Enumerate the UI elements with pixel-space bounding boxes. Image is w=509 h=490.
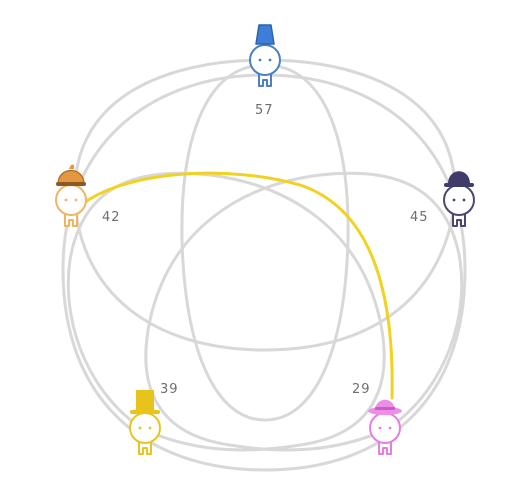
player-eye bbox=[462, 198, 466, 202]
player-head bbox=[55, 184, 87, 216]
ring-arc bbox=[61, 73, 467, 472]
score-blue: 57 bbox=[255, 103, 274, 118]
player-eye bbox=[74, 198, 78, 202]
player-blue[interactable] bbox=[249, 24, 281, 87]
fez-hat-icon bbox=[255, 24, 275, 45]
player-eye bbox=[452, 198, 456, 202]
ring-arc bbox=[73, 58, 457, 352]
top-hat-icon bbox=[130, 390, 160, 414]
ring-arc bbox=[180, 63, 350, 422]
player-head bbox=[369, 412, 401, 444]
score-navy: 45 bbox=[410, 210, 429, 225]
ring-arc bbox=[66, 171, 386, 452]
deerstalker-hat-icon bbox=[56, 164, 86, 186]
score-yellow: 39 bbox=[160, 382, 179, 397]
player-orange[interactable] bbox=[55, 164, 87, 227]
player-eye bbox=[148, 426, 152, 430]
ring-lines bbox=[61, 58, 467, 472]
player-head bbox=[129, 412, 161, 444]
players bbox=[55, 24, 475, 455]
score-orange: 42 bbox=[102, 210, 121, 225]
player-eye bbox=[138, 426, 142, 430]
scores: 57 45 29 39 42 bbox=[102, 103, 429, 397]
ring-arc bbox=[144, 171, 464, 452]
player-eye bbox=[378, 426, 382, 430]
highlight-arc bbox=[82, 171, 394, 400]
score-pink: 29 bbox=[352, 382, 371, 397]
player-navy[interactable] bbox=[443, 171, 475, 227]
player-head bbox=[249, 44, 281, 76]
player-pink[interactable] bbox=[368, 399, 402, 455]
fedora-hat-icon bbox=[368, 399, 402, 415]
player-eye bbox=[268, 58, 272, 62]
player-yellow[interactable] bbox=[129, 390, 161, 455]
bowler-hat-icon bbox=[444, 171, 474, 187]
player-eye bbox=[388, 426, 392, 430]
player-eye bbox=[258, 58, 262, 62]
player-head bbox=[443, 184, 475, 216]
player-eye bbox=[64, 198, 68, 202]
